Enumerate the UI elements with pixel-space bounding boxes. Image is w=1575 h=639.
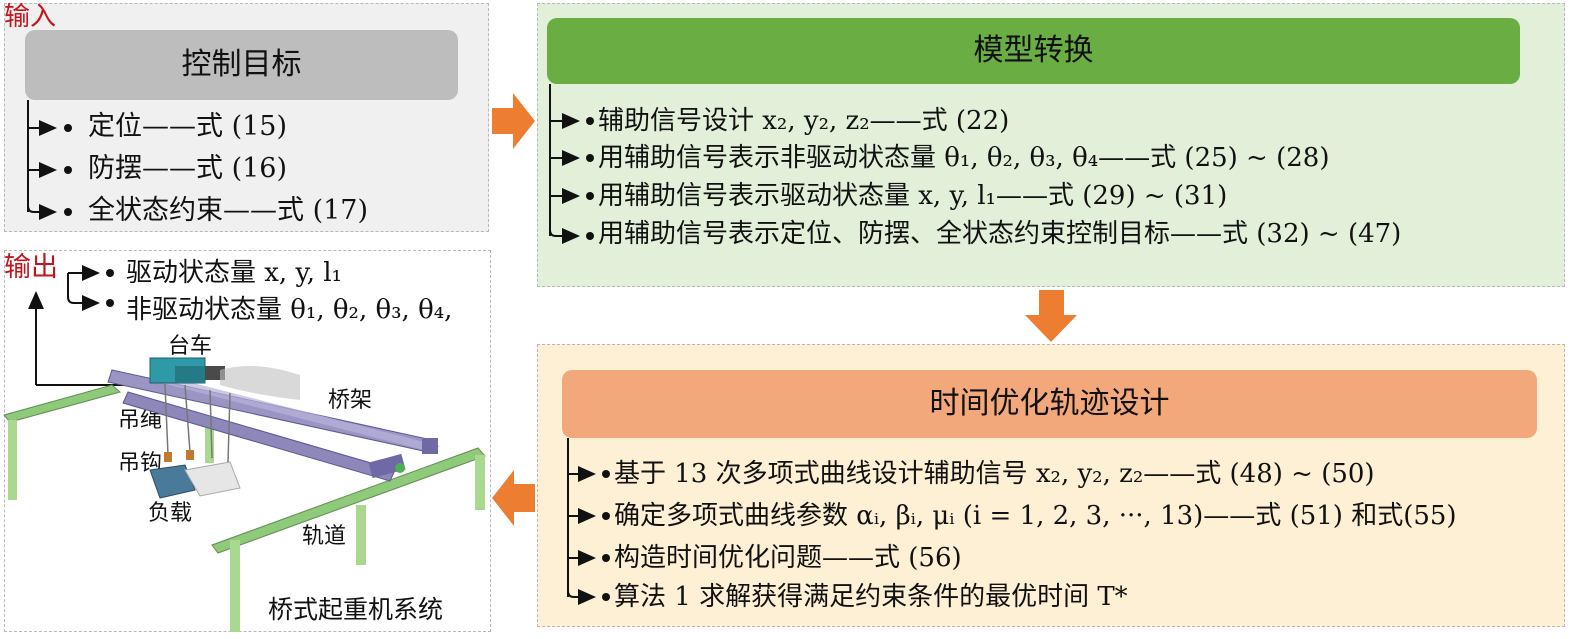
input-label: 输入 xyxy=(4,2,57,32)
model-transform-bar: 模型转换 xyxy=(547,18,1520,84)
model-bullets xyxy=(586,117,594,240)
figure-label-hook: 吊钩 xyxy=(118,451,163,476)
crane-illustration xyxy=(3,357,486,632)
time-bullets xyxy=(602,470,610,601)
input-tree-connectors xyxy=(27,100,57,220)
input-item-state-constraint: 全状态约束——式 (17) xyxy=(88,195,369,226)
model-item-unactuated: 用辅助信号表示非驱动状态量 θ₁, θ₂, θ₃, θ₄——式 (25) ~ (… xyxy=(598,143,1330,173)
output-bullets xyxy=(106,269,114,307)
arrow-down xyxy=(1025,290,1077,342)
model-item-targets: 用辅助信号表示定位、防摆、全状态约束控制目标——式 (32) ~ (47) xyxy=(598,219,1402,249)
output-connectors xyxy=(28,265,125,386)
output-item-unactuated: 非驱动状态量 θ₁, θ₂, θ₃, θ₄, xyxy=(126,295,453,325)
figure-label-trolley: 台车 xyxy=(168,334,213,359)
output-label: 输出 xyxy=(4,252,58,283)
input-item-positioning: 定位——式 (15) xyxy=(88,111,288,142)
model-tree-connectors xyxy=(549,84,580,244)
figure-label-bridge: 桥架 xyxy=(328,388,373,413)
model-item-actuated: 用辅助信号表示驱动状态量 x, y, l₁——式 (29) ~ (31) xyxy=(598,181,1228,211)
time-item-polynomial: 基于 13 次多项式曲线设计辅助信号 x₂, y₂, z₂——式 (48) ~ … xyxy=(614,459,1375,489)
system-caption: 桥式起重机系统 xyxy=(268,595,444,624)
arrow-right xyxy=(492,93,535,149)
figure-label-track: 轨道 xyxy=(302,524,347,549)
input-item-antisway: 防摆——式 (16) xyxy=(88,153,288,184)
time-item-algorithm: 算法 1 求解获得满足约束条件的最优时间 T* xyxy=(614,582,1128,612)
input-bullets xyxy=(64,124,72,216)
flow-arrows xyxy=(492,93,1077,526)
time-optimal-bar: 时间优化轨迹设计 xyxy=(562,370,1537,438)
arrow-left xyxy=(492,470,535,526)
figure-label-rope: 吊绳 xyxy=(118,408,163,433)
model-item-aux-signal: 辅助信号设计 x₂, y₂, z₂——式 (22) xyxy=(598,106,1010,136)
output-item-actuated: 驱动状态量 x, y, l₁ xyxy=(126,258,342,288)
time-tree-connectors xyxy=(567,438,596,605)
time-item-params: 确定多项式曲线参数 αᵢ, βᵢ, μᵢ (i = 1, 2, 3, ···, … xyxy=(614,501,1457,531)
control-goal-bar: 控制目标 xyxy=(25,30,458,100)
time-item-optimization: 构造时间优化问题——式 (56) xyxy=(614,543,962,573)
figure-label-load: 负载 xyxy=(148,501,193,526)
